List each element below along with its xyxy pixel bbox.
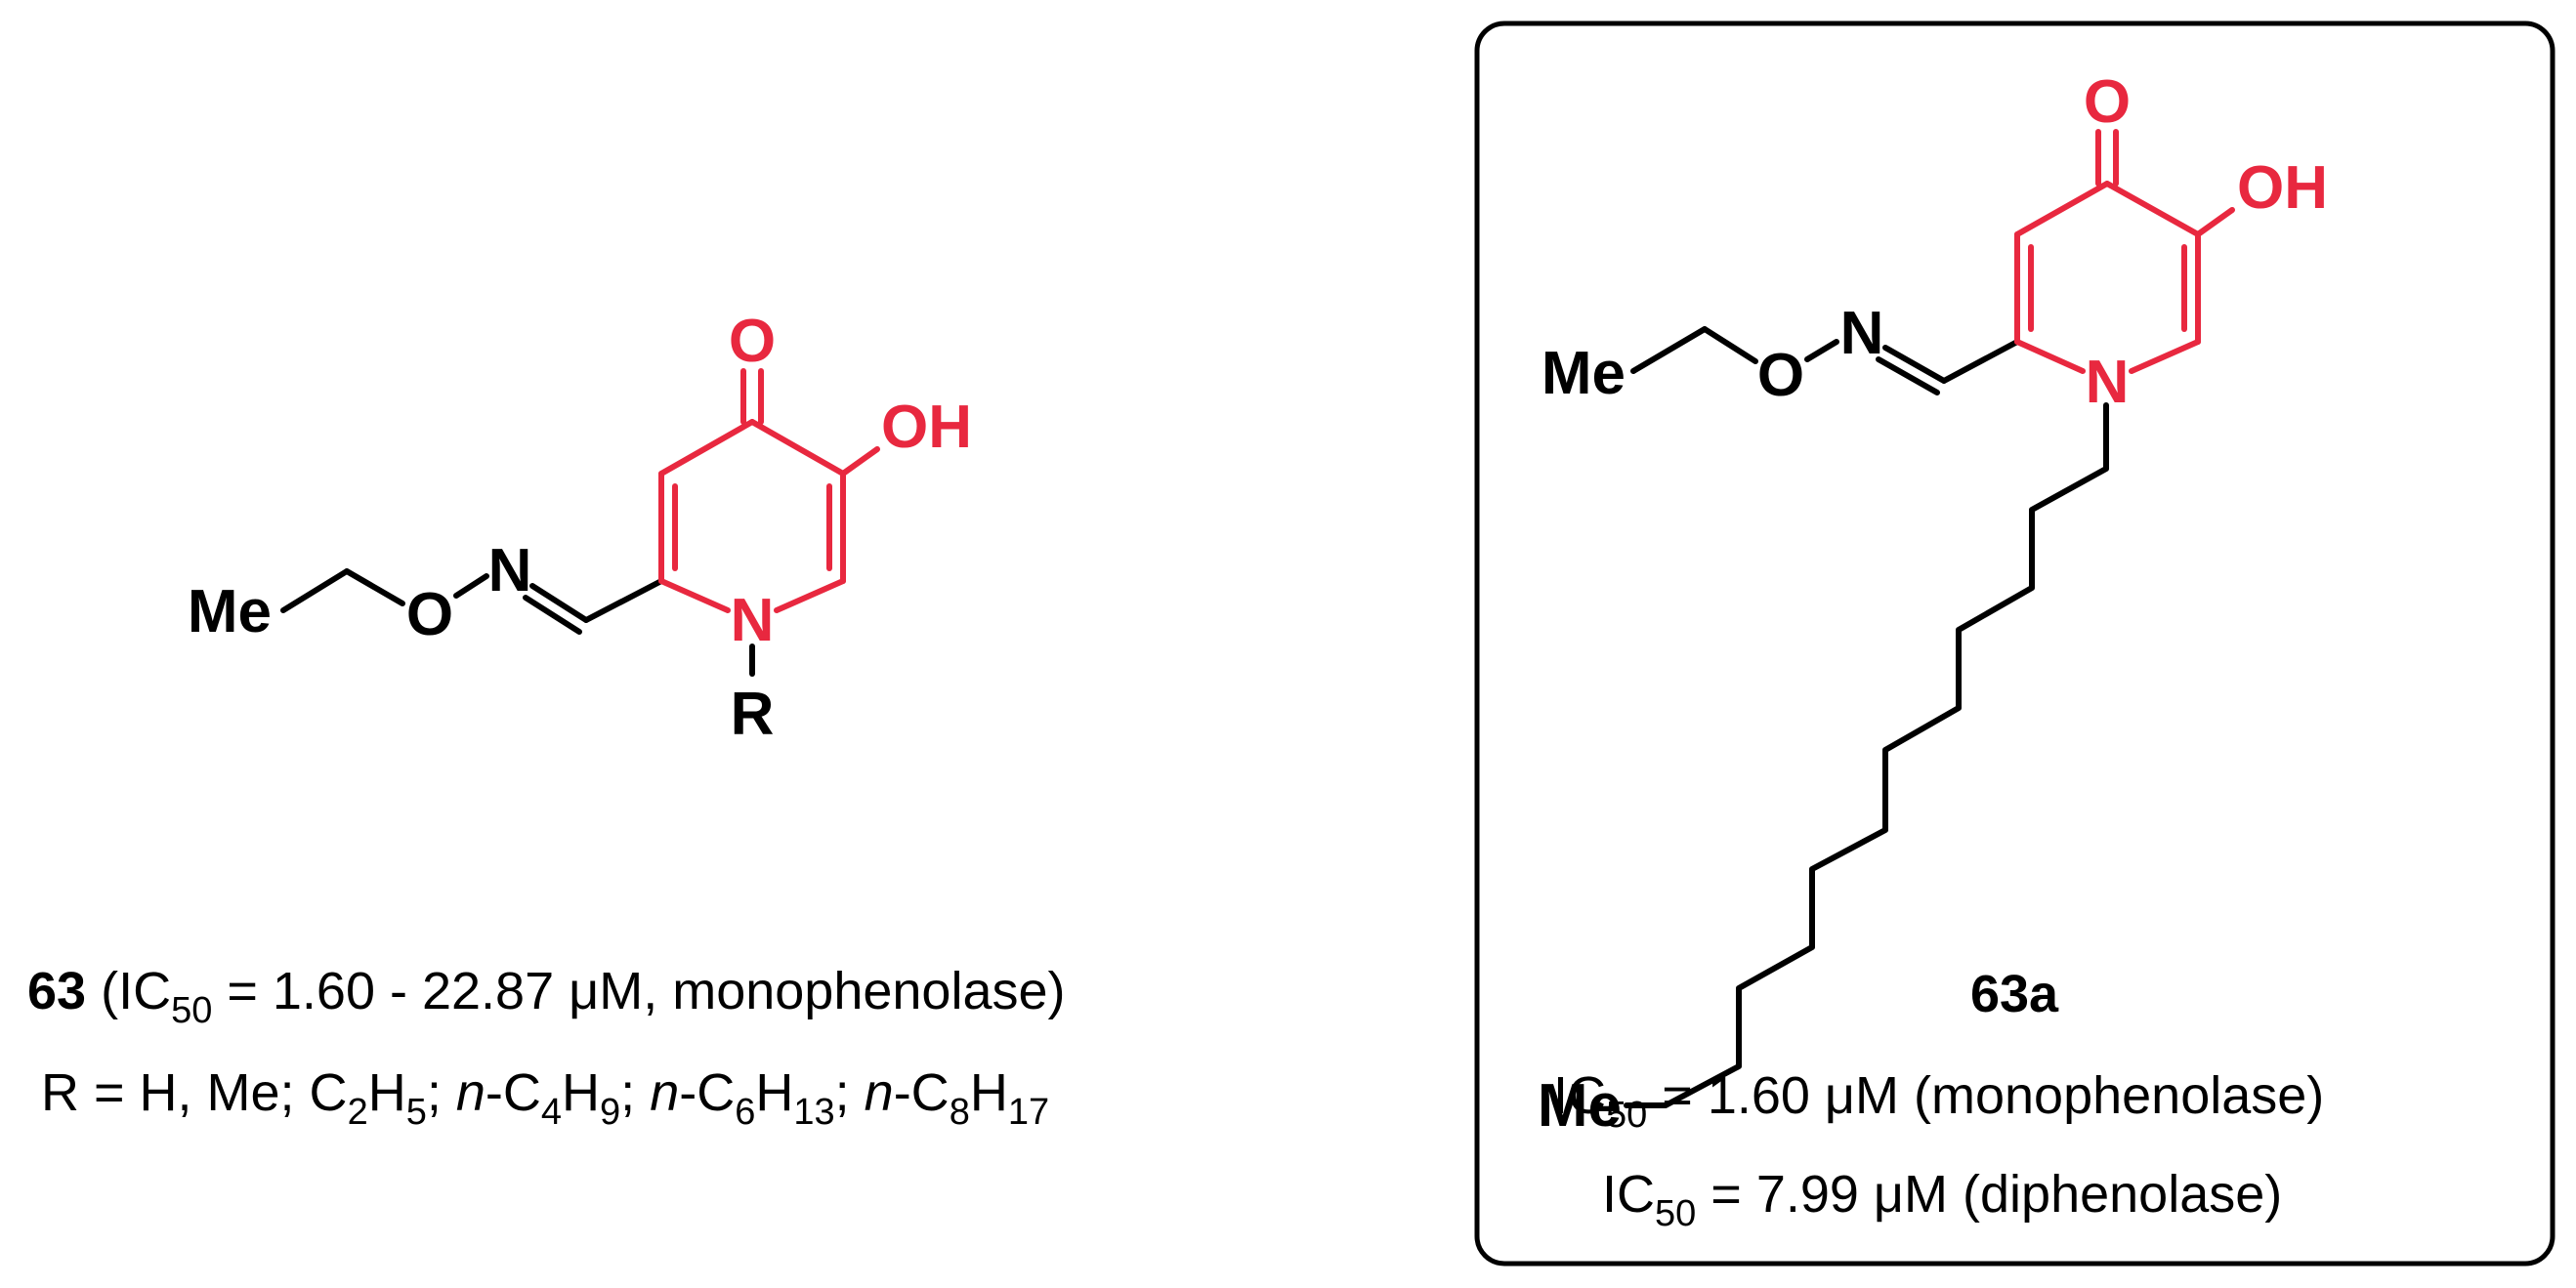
ring-bond-c3-c4 bbox=[2014, 181, 2110, 237]
caption-ic: (IC bbox=[86, 962, 171, 1020]
bond-ch-ring bbox=[583, 578, 664, 623]
ring-bond-c4-c5 bbox=[2104, 181, 2201, 237]
sub-num-1: 2 bbox=[348, 1092, 368, 1133]
sub-text-10: -C bbox=[894, 1063, 950, 1122]
atom-ring-nitrogen: N bbox=[731, 587, 775, 654]
line2-ic: IC bbox=[1602, 1165, 1655, 1224]
diphenolase-activity: IC50 = 7.99 μM (diphenolase) bbox=[1602, 1165, 2282, 1234]
ring-bond-n-c2 bbox=[2014, 339, 2086, 374]
atom-carbonyl-oxygen: O bbox=[729, 308, 776, 375]
compound-63a-frame bbox=[1474, 21, 2555, 1267]
sub-text-4: -C bbox=[486, 1063, 541, 1122]
line2-sub: 50 bbox=[1655, 1193, 1696, 1234]
line1-ic: IC bbox=[1553, 1066, 1606, 1125]
bond-me-ch2 bbox=[1630, 326, 1708, 374]
atom-methyl: Me bbox=[188, 578, 272, 645]
sub-italic-n-1: n bbox=[456, 1063, 486, 1122]
sub-italic-n-3: n bbox=[865, 1063, 894, 1122]
caption-ic-sub: 50 bbox=[171, 990, 212, 1031]
atom-carbonyl-oxygen: O bbox=[2084, 68, 2131, 136]
sub-text-1: R = H, Me; C bbox=[41, 1063, 348, 1122]
atom-hydroxyl: OH bbox=[881, 394, 972, 461]
sub-text-9: ; bbox=[835, 1063, 865, 1122]
bond-c5-oh bbox=[840, 446, 880, 477]
bond-n-ch-double-a bbox=[529, 583, 589, 623]
compound-63-caption: 63 (IC50 = 1.60 - 22.87 μM, monophenolas… bbox=[27, 962, 1066, 1031]
atom-oxime-nitrogen: N bbox=[488, 537, 532, 604]
atom-methyl: Me bbox=[1541, 340, 1626, 407]
atom-oxime-nitrogen: N bbox=[1840, 300, 1884, 367]
sub-text-7: -C bbox=[679, 1063, 735, 1122]
bond-ch2-o bbox=[344, 568, 405, 606]
sub-num-5: 6 bbox=[735, 1092, 755, 1133]
bond-n-ch-double-b bbox=[523, 595, 582, 635]
atom-ring-nitrogen: N bbox=[2086, 349, 2130, 416]
substituent-list: R = H, Me; C2H5; n-C4H9; n-C6H13; n-C8H1… bbox=[41, 1063, 1049, 1133]
sub-text-5: H bbox=[562, 1063, 600, 1122]
ring-bond-c6-n bbox=[2129, 339, 2201, 374]
sub-num-3: 4 bbox=[541, 1092, 562, 1133]
octyl-chain bbox=[1624, 402, 2109, 1108]
bond-c5-oh bbox=[2195, 207, 2235, 237]
compound-63-structure: Me O N N R O OH bbox=[188, 308, 972, 748]
sub-num-7: 8 bbox=[950, 1092, 970, 1133]
bond-o-n bbox=[1804, 339, 1839, 362]
sub-num-4: 9 bbox=[600, 1092, 620, 1133]
compound-63a-structure: Me O N N O OH Me bbox=[1538, 68, 2328, 1140]
caption-range: = 1.60 - 22.87 μM, monophenolase) bbox=[212, 962, 1065, 1020]
sub-italic-n-2: n bbox=[650, 1063, 679, 1122]
bond-me-ch2 bbox=[280, 568, 350, 613]
atom-terminal-methyl: Me bbox=[1538, 1072, 1622, 1140]
atom-ether-oxygen: O bbox=[1757, 342, 1804, 409]
atom-ether-oxygen: O bbox=[406, 581, 453, 648]
bond-n-ch-double-b bbox=[1876, 356, 1940, 395]
bond-o-n bbox=[453, 573, 489, 599]
line1-value: = 1.60 μM (monophenolase) bbox=[1647, 1066, 2324, 1125]
sub-text-3: ; bbox=[427, 1063, 456, 1122]
sub-text-11: H bbox=[970, 1063, 1008, 1122]
sub-num-6: 13 bbox=[793, 1092, 834, 1133]
sub-text-2: H bbox=[368, 1063, 406, 1122]
atom-hydroxyl: OH bbox=[2237, 154, 2328, 222]
ring-bond-c3-c4 bbox=[658, 419, 755, 477]
sub-num-2: 5 bbox=[406, 1092, 427, 1133]
compound-63-label: 63 bbox=[27, 962, 86, 1020]
line2-value: = 7.99 μM (diphenolase) bbox=[1696, 1165, 2282, 1224]
bond-ch2-o bbox=[1702, 326, 1758, 364]
compound-63a-label: 63a bbox=[1970, 965, 2059, 1023]
line1-sub: 50 bbox=[1606, 1095, 1647, 1136]
bond-ch-ring bbox=[1941, 339, 2020, 384]
sub-text-6: ; bbox=[620, 1063, 650, 1122]
sub-num-8: 17 bbox=[1008, 1092, 1049, 1133]
monophenolase-activity: IC50 = 1.60 μM (monophenolase) bbox=[1553, 1066, 2324, 1136]
ring-bond-c6-n bbox=[774, 578, 846, 613]
sub-text-8: H bbox=[755, 1063, 793, 1122]
ring-bond-n-c2 bbox=[658, 578, 731, 613]
ring-bond-c4-c5 bbox=[749, 419, 846, 477]
atom-substituent-r: R bbox=[731, 681, 775, 748]
bond-n-ch-double-a bbox=[1882, 345, 1947, 384]
